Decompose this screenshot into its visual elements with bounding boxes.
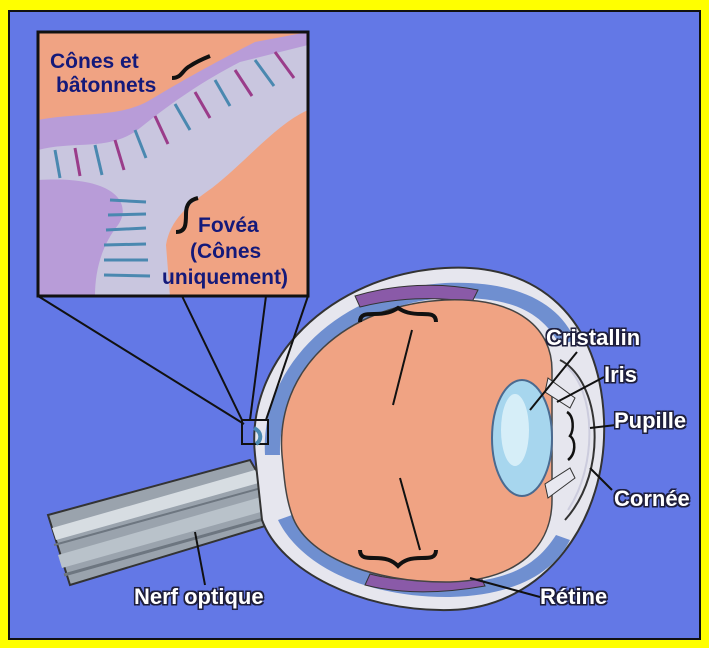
label-cristallin: Cristallin: [546, 325, 640, 351]
label-cones-batonnets-line2: bâtonnets: [56, 74, 156, 98]
eyeball: [242, 268, 604, 610]
label-iris: Iris: [604, 362, 637, 388]
label-fovea-line1: Fovéa: [198, 214, 259, 238]
label-pupille: Pupille: [614, 408, 686, 434]
label-cornee: Cornée: [614, 486, 690, 512]
optic-nerve: [48, 460, 285, 585]
label-retine: Rétine: [540, 584, 607, 610]
label-fovea-line2: (Cônes: [190, 240, 261, 264]
label-fovea-line3: uniquement): [162, 266, 288, 290]
label-cones-batonnets-line1: Cônes et: [50, 50, 139, 74]
label-nerf-optique: Nerf optique: [134, 584, 264, 610]
